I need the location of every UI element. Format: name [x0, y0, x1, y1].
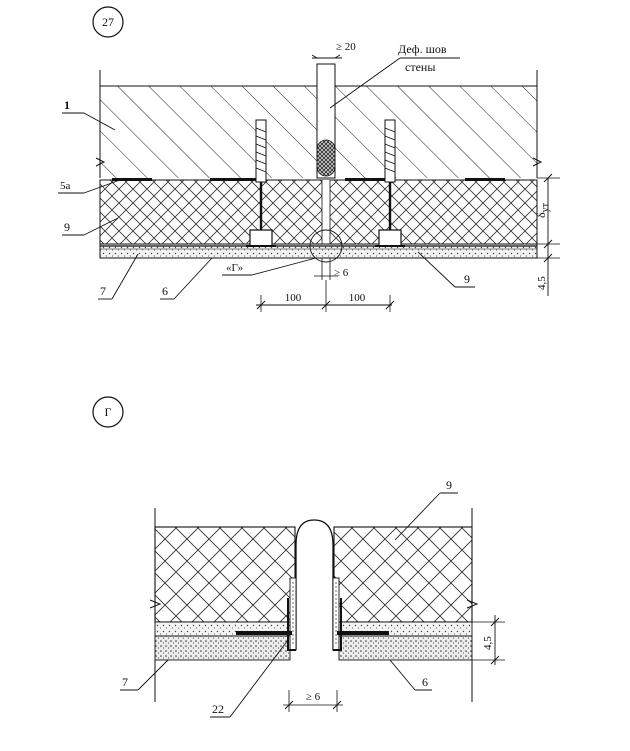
detail-callout-mesh: 22	[210, 639, 289, 718]
gap-top-label: ≥ 20	[336, 41, 356, 53]
insulation-thickness-label: δут	[534, 202, 551, 218]
detail-gap-label: ≥ 6	[306, 691, 321, 703]
right-vertical-dimensions: δут 4,5	[534, 173, 560, 296]
deformation-joint-callout: Деф. шов стены	[329, 42, 460, 109]
insulation-left-number: 9	[64, 220, 70, 234]
sealing-rope	[316, 139, 336, 177]
figure-number: 27	[102, 15, 114, 29]
dim-left-label: 100	[285, 292, 302, 304]
detail-plaster-base-number: 7	[122, 675, 128, 689]
detail-callout-label: «Г»	[226, 262, 243, 274]
insulation-layer	[99, 178, 538, 246]
callout-fastener-plate: 5а	[58, 179, 121, 194]
detail-joint-profile	[289, 519, 340, 651]
figure-detail-g: Г	[92, 396, 505, 718]
detail-plaster	[154, 598, 473, 702]
callout-wall: 1	[62, 98, 116, 131]
plaster-thickness-label: 4,5	[536, 276, 548, 290]
callout-plaster-base: 7	[98, 253, 139, 300]
horizontal-dimension: 100 100	[256, 280, 395, 312]
deformation-joint-label-2: стены	[405, 60, 435, 74]
callout-plaster-finish: 6	[160, 257, 213, 300]
detail-callout-insulation: 9	[394, 478, 458, 541]
gap-top-dimension: ≥ 20	[311, 41, 356, 59]
gap-bottom-dimension: ≥ 6	[314, 258, 349, 280]
anchor-left	[246, 119, 276, 247]
plaster-base-number: 7	[100, 284, 106, 298]
callout-insulation-left: 9	[62, 217, 119, 236]
detail-gap-dimension: ≥ 6	[283, 690, 343, 712]
insulation-right-number: 9	[464, 272, 470, 286]
detail-badge-label: Г	[105, 405, 112, 419]
detail-insulation	[149, 508, 479, 623]
fastener-plate-number: 5а	[60, 180, 71, 192]
detail-mesh-number: 22	[212, 702, 224, 716]
callout-insulation-right: 9	[417, 251, 475, 288]
plaster-layers	[99, 243, 538, 259]
figure-27: 27	[58, 6, 560, 312]
detail-badge: Г	[92, 396, 124, 428]
anchor-right	[375, 119, 405, 247]
gap-bottom-label: ≥ 6	[334, 267, 349, 279]
plaster-finish-number: 6	[162, 284, 168, 298]
detail-plaster-thickness-label: 4,5	[482, 636, 494, 650]
detail-vertical-dimension: 4,5	[472, 615, 505, 665]
detail-callout-plaster-finish: 6	[389, 659, 432, 691]
detail-insulation-number: 9	[446, 478, 452, 492]
detail-callout-marker: «Г»	[222, 229, 343, 276]
wall-joint	[316, 63, 336, 179]
deformation-joint-label-1: Деф. шов	[398, 42, 447, 56]
dim-right-label: 100	[349, 292, 366, 304]
figure-number-badge: 27	[92, 6, 124, 38]
detail-callout-plaster-base: 7	[120, 659, 169, 691]
detail-plaster-finish-number: 6	[422, 675, 428, 689]
wall-number: 1	[64, 98, 70, 112]
